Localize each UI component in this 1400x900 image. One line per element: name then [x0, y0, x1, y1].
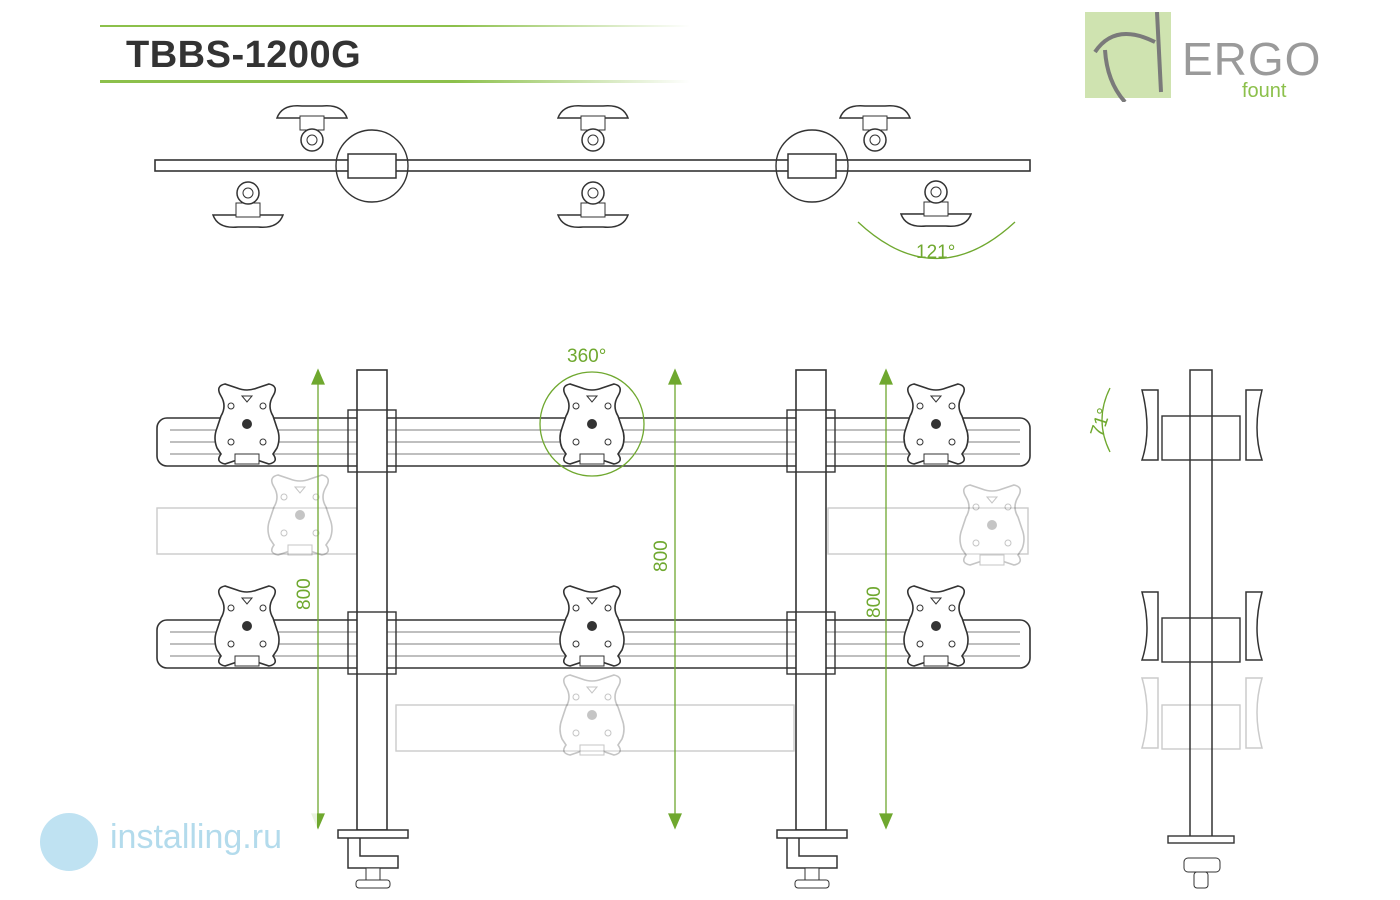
- vesa-plate-6: [903, 585, 969, 667]
- top-mount-6: [900, 180, 972, 227]
- top-mount-2: [212, 181, 284, 228]
- flower-icon: [40, 813, 98, 871]
- side-pole: [1189, 369, 1213, 841]
- logo-mark-icon: [1085, 12, 1171, 102]
- top-crossbar: [154, 159, 1031, 172]
- vesa-plate-2: [559, 383, 625, 465]
- vesa-plate-5: [559, 585, 625, 667]
- top-mount-5: [839, 105, 911, 152]
- vesa-plate-4: [214, 585, 280, 667]
- side-view: 71°: [1087, 369, 1264, 889]
- rotation-label: 360°: [567, 346, 606, 367]
- watermark: installing.ru: [22, 806, 317, 876]
- top-mount-4: [557, 181, 629, 228]
- tilt-top-label: 121°: [916, 242, 955, 263]
- pole-right: [795, 369, 827, 831]
- top-mount-3: [557, 105, 629, 152]
- top-mount-1: [276, 105, 348, 152]
- top-pole-circle-left: [335, 129, 409, 203]
- front-view: 360° 800 800 800: [156, 346, 1031, 889]
- height-left-label: 800: [294, 578, 315, 610]
- title-rule-top: [100, 25, 690, 27]
- pole-left: [356, 369, 388, 831]
- brand-logo: ERGO fount: [1082, 10, 1320, 110]
- clamp-left: [337, 829, 409, 889]
- logo-name: ERGO: [1182, 33, 1322, 85]
- logo-sub: fount: [1242, 80, 1287, 102]
- height-center-label: 800: [651, 540, 672, 572]
- title-rule-bottom: [100, 80, 690, 83]
- tilt-side-label: 71°: [1087, 406, 1116, 440]
- clamp-right: [776, 829, 848, 889]
- top-pole-circle-right: [775, 129, 849, 203]
- top-view: 121°: [154, 105, 1031, 263]
- vesa-plate-1: [214, 383, 280, 465]
- dim-arrow-right: [879, 368, 893, 830]
- watermark-text: installing.ru: [110, 818, 282, 856]
- rotation-circle: [539, 371, 645, 477]
- tilt-side-arc: [1101, 387, 1111, 453]
- product-title: TBBS-1200G: [126, 34, 362, 76]
- vesa-plate-3: [903, 383, 969, 465]
- height-right-label: 800: [864, 586, 885, 618]
- tilt-top-arc: [857, 221, 1016, 260]
- dim-arrow-center: [668, 368, 682, 830]
